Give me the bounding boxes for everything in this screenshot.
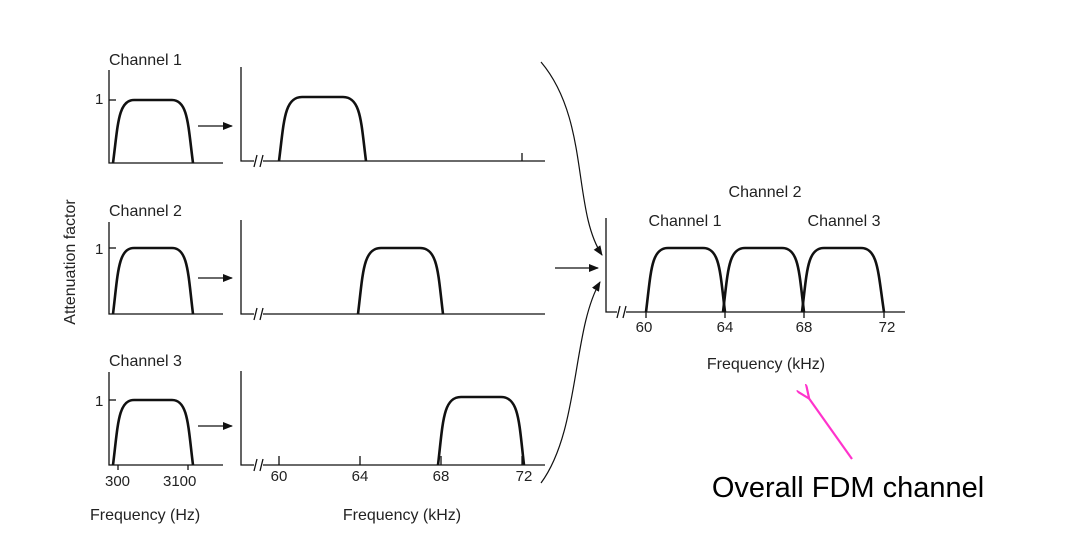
combine-arrow-bottom — [540, 281, 601, 484]
baseband-3-axes — [108, 372, 223, 466]
shifted-3-ticks — [278, 456, 523, 465]
baseband-channel-3-label: Channel 3 — [109, 353, 182, 370]
shifted-3-axes — [240, 371, 545, 466]
baseband-tick-3100: 3100 — [163, 473, 196, 490]
baseband-1-axes — [108, 70, 223, 164]
baseband-3-curve — [111, 398, 195, 466]
baseband-2-one-label: 1 — [95, 241, 103, 258]
combined-curve-1 — [644, 246, 727, 313]
combined-tick-68: 68 — [796, 319, 813, 336]
shifted-tick-72: 72 — [516, 468, 533, 485]
caption-arrow — [808, 397, 853, 460]
combine-arrow-top — [540, 61, 603, 256]
baseband-x-axis-label: Frequency (Hz) — [90, 507, 200, 524]
baseband-3-ticks — [117, 465, 189, 470]
shifted-3-curve — [436, 395, 526, 466]
combined-curve-3 — [800, 246, 886, 313]
combined-channel-2-label: Channel 2 — [729, 184, 802, 201]
baseband-2-curve — [111, 246, 195, 315]
baseband-2-axes — [108, 222, 223, 315]
baseband-tick-300: 300 — [105, 473, 130, 490]
combined-channel-3-label: Channel 3 — [808, 213, 881, 230]
shifted-2-break — [253, 307, 264, 321]
shifted-tick-60: 60 — [271, 468, 288, 485]
combined-tick-72: 72 — [879, 319, 896, 336]
baseband-3-one-label: 1 — [95, 393, 103, 410]
shifted-2-axes — [240, 220, 545, 315]
combined-ticks — [645, 312, 885, 318]
caption-overall-fdm-channel: Overall FDM channel — [712, 472, 984, 504]
combined-break — [616, 305, 627, 319]
baseband-channel-1-label: Channel 1 — [109, 52, 182, 69]
y-axis-label: Attenuation factor — [62, 199, 79, 325]
combined-tick-64: 64 — [717, 319, 734, 336]
shifted-2-curve — [356, 246, 445, 315]
combined-tick-60: 60 — [636, 319, 653, 336]
combined-curve-2 — [721, 246, 806, 313]
baseband-channel-2-label: Channel 2 — [109, 203, 182, 220]
baseband-1-one-label: 1 — [95, 91, 103, 108]
shifted-tick-68: 68 — [433, 468, 450, 485]
shifted-tick-64: 64 — [352, 468, 369, 485]
shifted-1-curve — [277, 95, 368, 162]
shifted-x-axis-label: Frequency (kHz) — [343, 507, 461, 524]
shifted-3-break — [253, 458, 264, 472]
baseband-1-curve — [111, 98, 195, 164]
shifted-1-break — [253, 154, 264, 168]
combined-x-axis-label: Frequency (kHz) — [707, 356, 825, 373]
combined-channel-1-label: Channel 1 — [649, 213, 722, 230]
shifted-1-axes — [240, 67, 545, 162]
combined-axes — [605, 218, 905, 313]
